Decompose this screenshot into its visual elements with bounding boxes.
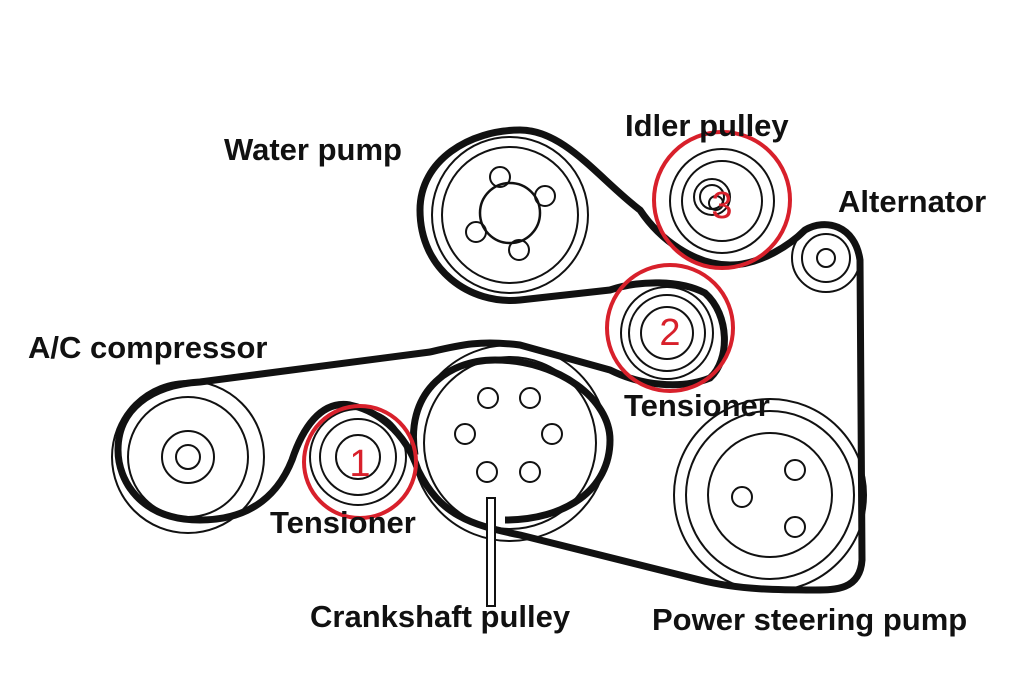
idler-pulley — [669, 148, 775, 254]
marker-3: 3 — [652, 130, 792, 270]
marker-1-ring — [302, 404, 418, 520]
power-steering-pump-pulley — [673, 398, 867, 592]
lower-tensioner-pulley — [309, 408, 407, 506]
upper-tensioner-pulley — [620, 286, 714, 380]
marker-1: 1 — [302, 404, 418, 520]
marker-2: 2 — [605, 263, 735, 393]
marker-3-ring — [652, 130, 792, 270]
label-water-pump: Water pump — [224, 132, 402, 167]
belt-crank-arc — [410, 356, 614, 524]
marker-2-number: 2 — [659, 312, 680, 354]
label-idler-pulley: Idler pulley — [625, 108, 789, 143]
label-ac-compressor: A/C compressor — [28, 330, 267, 365]
marker-3-number: 3 — [711, 185, 732, 227]
marker-2-ring — [605, 263, 735, 393]
marker-1-number: 1 — [349, 443, 370, 485]
label-power-steering-pump: Power steering pump — [652, 602, 967, 637]
alternator-pulley — [791, 223, 861, 293]
label-crankshaft-pulley: Crankshaft pulley — [310, 599, 571, 634]
label-alternator: Alternator — [838, 184, 986, 219]
ac-compressor-pulley — [111, 380, 265, 534]
water-pump-pulley — [431, 136, 589, 294]
crankshaft-pulley — [411, 344, 609, 607]
label-tensioner-lower: Tensioner — [270, 505, 416, 540]
label-tensioner-upper: Tensioner — [624, 388, 770, 423]
